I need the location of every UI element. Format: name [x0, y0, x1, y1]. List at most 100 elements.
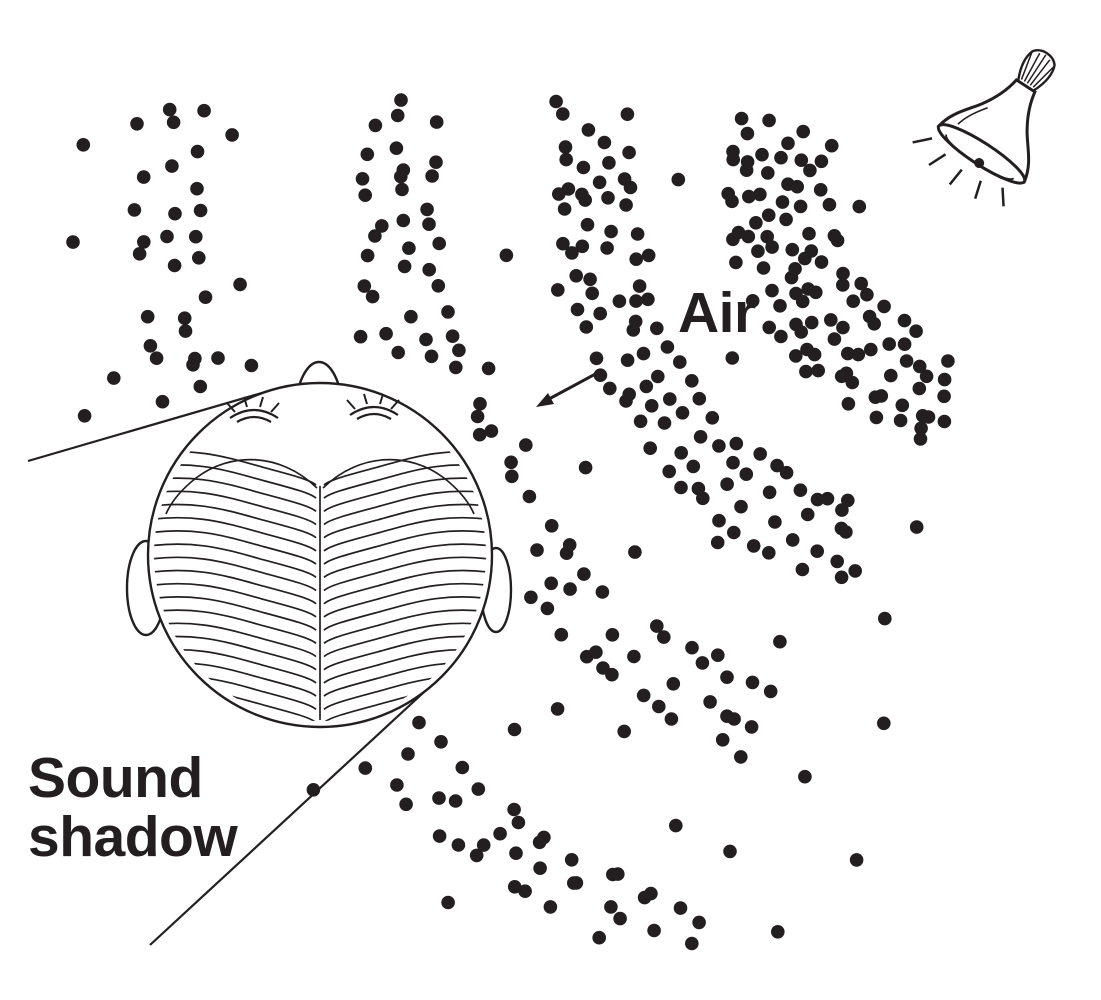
sound-shadow-label-line1: Sound	[28, 746, 203, 810]
bell-icon	[912, 49, 1056, 207]
air-particle-dot	[712, 513, 726, 528]
air-particle-dot	[197, 103, 211, 118]
air-particle-dot	[432, 829, 447, 843]
air-particle-dot	[877, 299, 891, 314]
air-particle-dot	[166, 115, 181, 130]
air-particle-dot	[804, 315, 819, 330]
air-particle-dot	[143, 339, 158, 353]
air-particle-dot	[849, 853, 864, 867]
left-eye-lash	[226, 402, 236, 413]
air-particle-dot	[353, 329, 368, 344]
air-particle-dot	[755, 147, 769, 162]
air-particle-dot	[429, 115, 444, 129]
air-particle-dot	[394, 169, 408, 184]
air-particle-dot	[674, 480, 688, 495]
air-particle-dot	[391, 345, 406, 360]
air-particle-dot	[822, 197, 837, 212]
hair-strand	[323, 622, 486, 658]
air-particle-dot	[836, 266, 850, 281]
air-particle-dot	[431, 279, 446, 293]
air-particle-dot	[189, 229, 203, 244]
air-particle-dot	[749, 216, 763, 230]
air-particle-dot	[652, 699, 666, 714]
air-particle-dot	[740, 155, 755, 169]
air-particle-dot	[745, 675, 760, 690]
air-particle-dot	[522, 489, 537, 504]
air-particle-dot	[473, 397, 487, 411]
air-particle-dot	[869, 410, 884, 425]
air-particle-dot	[422, 217, 436, 231]
air-particle-dot	[836, 278, 850, 292]
air-particle-dot	[650, 619, 664, 633]
air-particle-dot	[402, 241, 416, 255]
right-eye	[346, 393, 400, 420]
air-particle-dot	[703, 695, 717, 709]
air-particle-dot	[612, 294, 627, 309]
air-particle-dot	[800, 342, 814, 357]
air-particle-dot	[727, 712, 741, 726]
air-particle-dot	[820, 491, 835, 506]
air-particle-dot	[628, 545, 642, 559]
air-particle-dot	[617, 724, 631, 739]
right-eye-lash	[379, 393, 384, 405]
air-particle-dot	[622, 387, 636, 402]
hair-strand	[323, 543, 486, 579]
air-particle-dot	[789, 349, 803, 363]
air-particle-dot	[628, 314, 643, 329]
bell-body	[936, 77, 1037, 184]
air-particle-dot	[167, 258, 182, 273]
air-particle-dot	[629, 252, 643, 266]
air-particle-dot	[620, 107, 635, 121]
air-particles	[66, 93, 955, 951]
air-particle-dot	[368, 118, 383, 133]
hair-strand	[154, 596, 317, 631]
air-particle-dot	[601, 191, 615, 205]
air-particle-dot	[744, 720, 759, 734]
air-particle-dot	[177, 311, 192, 326]
air-particle-dot	[518, 884, 532, 898]
air-particle-dot	[562, 538, 577, 552]
air-particle-dot	[412, 715, 426, 730]
air-particle-dot	[765, 240, 779, 254]
shadow-boundary-upper	[27, 388, 273, 463]
hair-strand	[154, 569, 317, 605]
air-particle-dot	[937, 372, 952, 387]
air-particle-dot	[639, 379, 654, 394]
air-particle-dot	[592, 930, 606, 945]
air-particle-dot	[558, 140, 573, 154]
air-particle-dot	[814, 154, 829, 169]
air-particle-dot	[358, 188, 373, 202]
air-particle-dot	[878, 611, 892, 626]
air-particle-dot	[633, 414, 648, 429]
air-particle-dot	[420, 202, 434, 217]
air-particle-dot	[824, 313, 838, 327]
air-particle-dot	[762, 485, 777, 500]
air-particle-dot	[469, 848, 484, 863]
air-particle-dot	[671, 172, 686, 187]
air-particle-dot	[613, 911, 627, 926]
air-particle-dot	[559, 152, 573, 167]
air-particle-dot	[895, 398, 910, 413]
air-particle-dot	[798, 251, 812, 266]
air-particle-dot	[868, 390, 883, 405]
air-particle-dot	[794, 325, 808, 339]
air-particle-dot	[77, 409, 92, 423]
air-particle-dot	[556, 107, 570, 121]
air-particle-dot	[509, 846, 523, 860]
air-particle-dot	[368, 229, 382, 243]
air-particle-dot	[375, 219, 389, 233]
left-eye	[226, 396, 280, 423]
air-particle-dot	[379, 326, 393, 341]
air-particle-dot	[814, 255, 829, 269]
air-particle-dot	[641, 248, 656, 263]
air-particle-dot	[854, 276, 868, 291]
air-particle-dot	[596, 661, 610, 675]
air-particle-dot	[674, 446, 688, 460]
air-particle-dot	[765, 283, 779, 298]
air-particle-dot	[799, 364, 813, 379]
air-particle-dot	[193, 203, 208, 218]
air-particle-dot	[445, 329, 460, 344]
air-particle-dot	[803, 163, 817, 178]
air-particle-dot	[651, 369, 665, 384]
hair-strand	[154, 530, 317, 565]
